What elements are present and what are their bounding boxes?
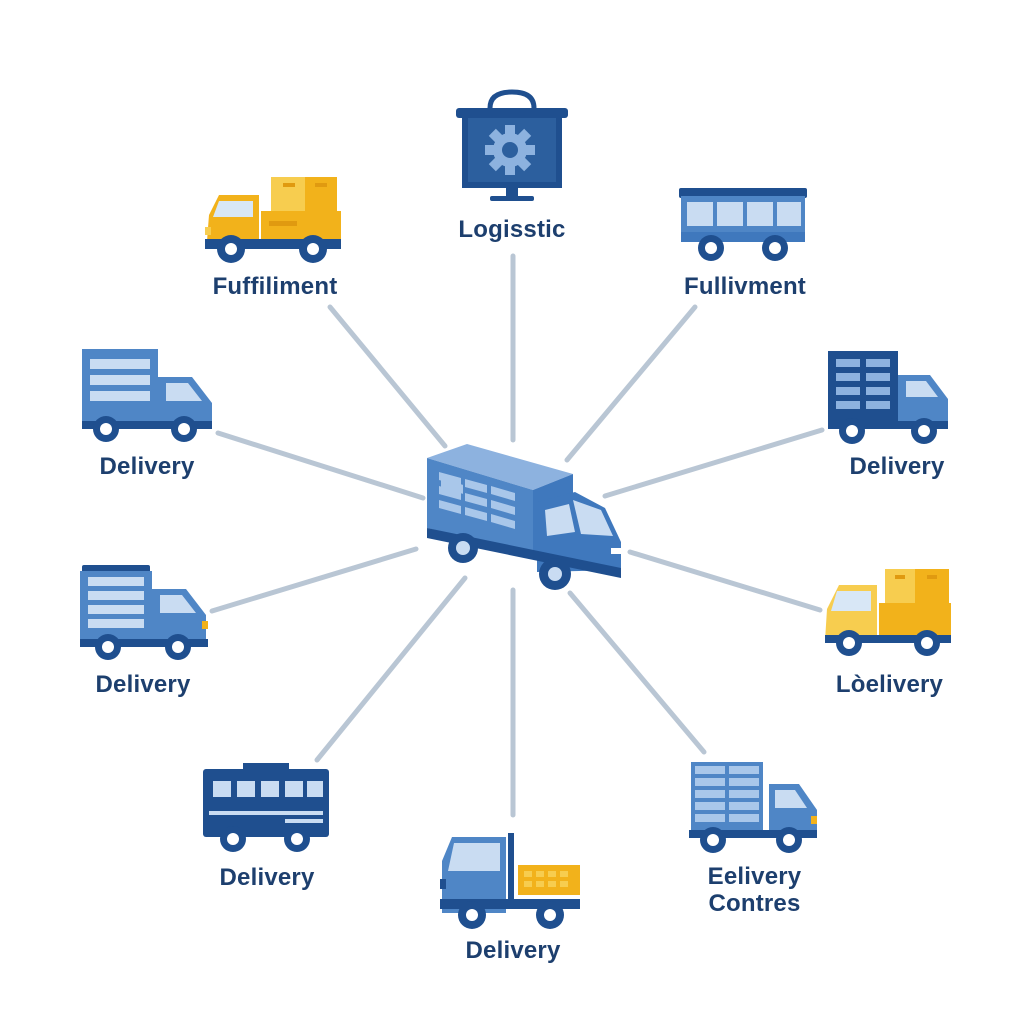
delivery-centres-label-line-2: Contres: [708, 890, 801, 917]
delivery-bottom-left-node[interactable]: [201, 761, 331, 855]
bus-icon: [203, 763, 329, 852]
delivery-truck-icon: [80, 565, 208, 660]
delivery-truck-icon: [82, 349, 212, 442]
connector-delivery-centres: [567, 590, 707, 755]
delivery-right-lower-node[interactable]: [823, 567, 953, 659]
delivery-left-lower-label: Delivery: [95, 671, 191, 698]
delivery-bottom-center-label: Delivery: [465, 937, 561, 964]
delivery-left-upper-node[interactable]: [80, 347, 215, 443]
delivery-right-upper-node[interactable]: [826, 349, 951, 445]
cargo-truck-icon: [825, 569, 951, 656]
connector-delivery-left-lower: [209, 546, 419, 614]
delivery-bottom-left-label: Delivery: [219, 864, 315, 891]
box-truck-icon: [427, 444, 621, 590]
delivery-truck-icon: [828, 351, 948, 444]
monitor-gear-icon: [456, 89, 568, 201]
delivery-centres-node[interactable]: [687, 760, 819, 856]
connector-delivery-bottom-left: [314, 575, 468, 763]
connector-delivery-left-upper: [215, 430, 426, 501]
delivery-left-upper-label: Delivery: [99, 453, 195, 480]
fulfillment-left-label: Fuffiliment: [212, 273, 338, 300]
bus-icon: [679, 188, 807, 261]
fullivment-right-node[interactable]: [677, 186, 809, 266]
connector-fullivment-right: [564, 304, 698, 463]
delivery-bottom-center-node[interactable]: [438, 831, 583, 931]
logistic-node[interactable]: [452, 88, 572, 206]
logistic-label: Logisstic: [458, 216, 566, 243]
cargo-truck-icon: [205, 177, 341, 263]
connector-fulfillment-left: [327, 304, 448, 449]
delivery-left-lower-node[interactable]: [78, 563, 210, 661]
delivery-centres-label-line-1: Eelivery: [707, 863, 802, 890]
delivery-right-lower-label: Lòelivery: [835, 671, 944, 698]
delivery-centres-label: Eelivery Contres: [672, 863, 837, 917]
connector-delivery-right-upper: [602, 427, 825, 499]
fullivment-right-label: Fullivment: [683, 273, 806, 300]
delivery-right-upper-label: Delivery: [849, 453, 945, 480]
flatbed-truck-icon: [440, 833, 580, 929]
hub-truck[interactable]: [425, 440, 630, 592]
fulfillment-left-node[interactable]: [203, 175, 343, 267]
container-truck-icon: [689, 762, 817, 853]
connector-delivery-right-lower: [627, 549, 823, 613]
